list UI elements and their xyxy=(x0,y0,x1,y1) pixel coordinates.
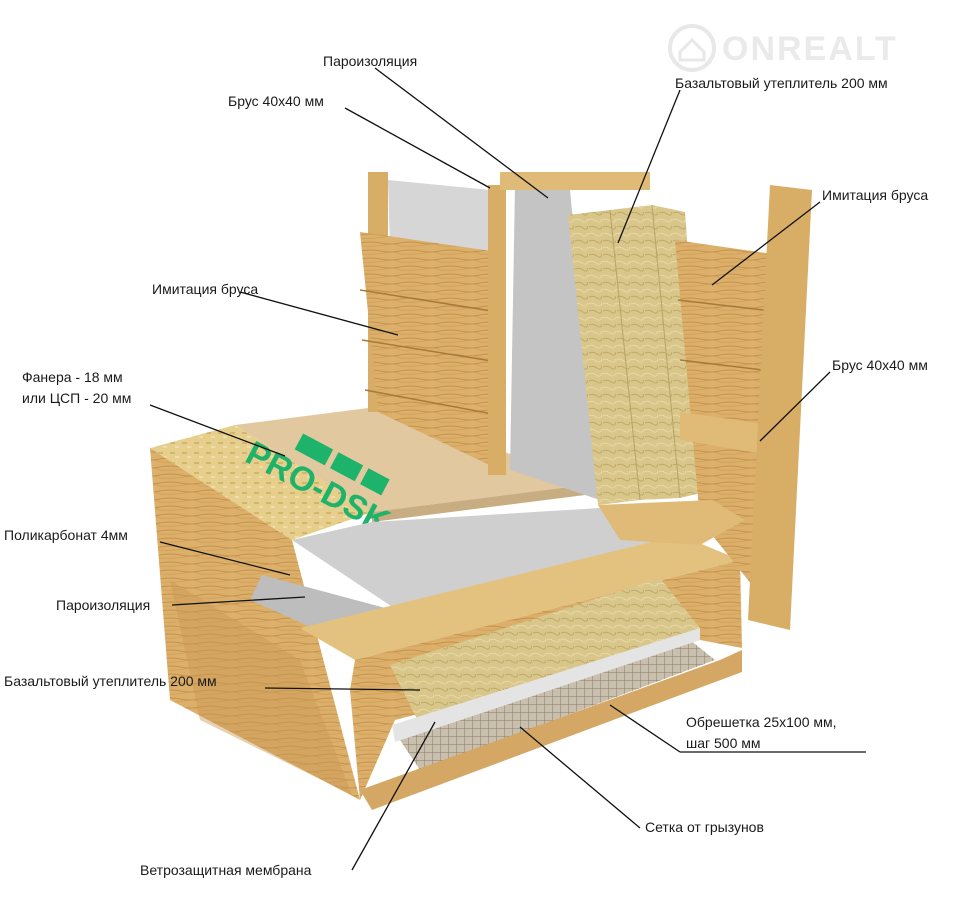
wall-insulation-slab-2 xyxy=(610,205,680,500)
wall-top-plate xyxy=(500,172,650,190)
label-lathing-line2: шаг 500 мм xyxy=(686,735,761,751)
wall-beam-post xyxy=(488,185,506,475)
plywood-sheet xyxy=(235,405,585,512)
label-vapor-barrier-top: Пароизоляция xyxy=(323,53,417,69)
bottom-beam xyxy=(360,650,742,810)
floor-joist-side xyxy=(150,448,360,800)
watermark-logo: ONREALT xyxy=(668,24,898,72)
leader-lines xyxy=(149,67,866,871)
label-imitation-beam-left: Имитация бруса xyxy=(152,281,258,297)
label-vapor-barrier-floor: Пароизоляция xyxy=(56,597,150,613)
floor-insulation xyxy=(390,578,700,725)
vapor-barrier-central xyxy=(510,185,600,500)
label-imitation-beam-right: Имитация бруса xyxy=(822,187,928,203)
wall-insulation-slab-1 xyxy=(568,210,640,505)
floor-joist-side-lower xyxy=(170,580,352,795)
polycarbonate-layer xyxy=(292,508,680,612)
front-beam-top xyxy=(300,535,740,660)
wind-membrane xyxy=(392,628,700,742)
label-polycarbonate: Поликарбонат 4мм xyxy=(4,527,128,543)
wall-beam-right-horizontal xyxy=(680,412,770,455)
wall-bottom-plate xyxy=(598,500,745,545)
label-beam-right: Брус 40х40 мм xyxy=(832,357,928,373)
plywood-edge xyxy=(372,485,585,522)
house-logo-icon xyxy=(668,24,716,72)
label-lathing-line1: Обрешетка 25х100 мм, xyxy=(686,714,837,730)
rodent-mesh xyxy=(400,640,715,770)
label-beam-top: Брус 40х40 мм xyxy=(228,93,324,109)
osb-board xyxy=(150,425,372,540)
label-rodent-mesh: Сетка от грызунов xyxy=(645,819,764,835)
label-wind-membrane: Ветрозащитная мембрана xyxy=(140,862,312,878)
label-basalt-insulation-top: Базальтовый утеплитель 200 мм xyxy=(675,75,888,91)
label-plywood-line1: Фанера - 18 мм xyxy=(22,369,123,385)
watermark-text: ONREALT xyxy=(722,30,898,68)
label-plywood-line2: или ЦСП - 20 мм xyxy=(22,390,131,406)
wall-beam-right-post xyxy=(748,185,812,630)
label-basalt-insulation-floor: Базальтовый утеплитель 200 мм xyxy=(4,673,217,689)
